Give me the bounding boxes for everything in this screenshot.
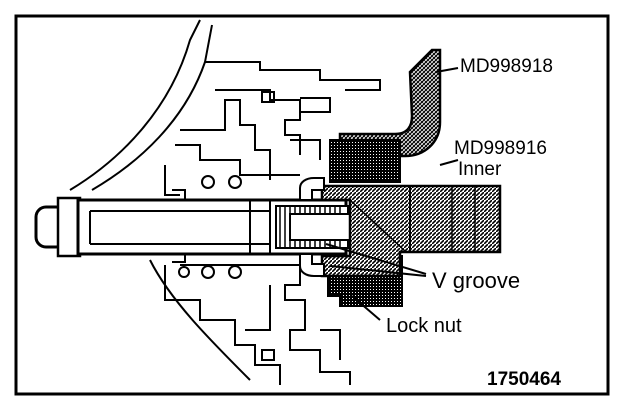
label-md998918: MD998918 — [460, 56, 553, 77]
figure-number: 1750464 — [487, 369, 561, 390]
figure-border — [14, 14, 610, 396]
upper-seal — [299, 177, 325, 201]
label-md998916: MD998916 — [454, 138, 547, 159]
lock-nut-upper — [329, 139, 401, 183]
thread — [275, 205, 351, 249]
leader-lines — [325, 67, 459, 321]
housing-outline — [69, 19, 381, 385]
label-v-groove: V groove — [432, 268, 520, 293]
lower-seal — [299, 253, 325, 277]
label-inner: Inner — [458, 159, 502, 180]
label-lock-nut: Lock nut — [386, 315, 462, 337]
